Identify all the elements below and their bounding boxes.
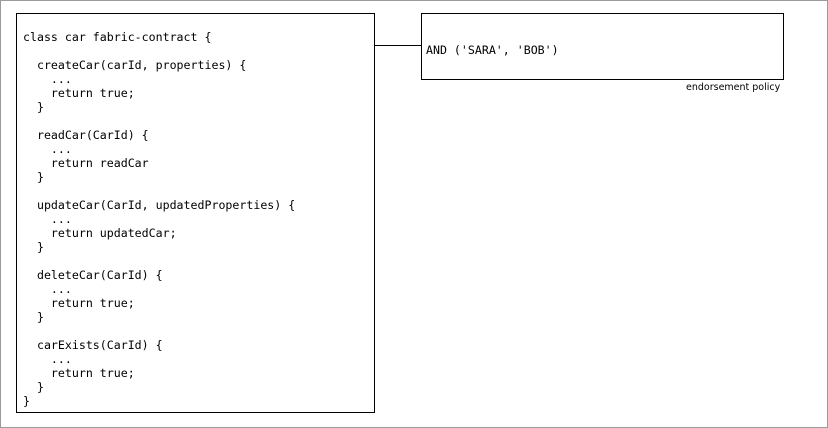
class-close-brace: } — [23, 394, 30, 408]
read-car-return: return readCar — [23, 156, 149, 170]
car-exists-return: return true; — [23, 366, 135, 380]
policy-connector-line — [375, 45, 422, 46]
policy-expression: AND ('SARA', 'BOB') — [426, 43, 559, 57]
delete-car-close-brace: } — [23, 310, 44, 324]
update-car-ellipsis: ... — [23, 212, 72, 226]
read-car-ellipsis: ... — [23, 142, 72, 156]
create-car-ellipsis: ... — [23, 72, 72, 86]
delete-car-return: return true; — [23, 296, 135, 310]
class-declaration-line: class car fabric-contract { — [23, 30, 212, 44]
car-exists-signature: carExists(CarId) { — [23, 338, 163, 352]
create-car-signature: createCar(carId, properties) { — [23, 58, 247, 72]
policy-caption: endorsement policy — [686, 82, 781, 93]
update-car-close-brace: } — [23, 240, 44, 254]
update-car-signature: updateCar(CarId, updatedProperties) { — [23, 198, 296, 212]
create-car-return: return true; — [23, 86, 135, 100]
read-car-close-brace: } — [23, 170, 44, 184]
create-car-close-brace: } — [23, 100, 44, 114]
delete-car-ellipsis: ... — [23, 282, 72, 296]
car-exists-ellipsis: ... — [23, 352, 72, 366]
read-car-signature: readCar(CarId) { — [23, 128, 149, 142]
car-exists-close-brace: } — [23, 380, 44, 394]
update-car-return: return updatedCar; — [23, 226, 177, 240]
contract-code-box: class car fabric-contract { createCar(ca… — [16, 13, 375, 413]
delete-car-signature: deleteCar(CarId) { — [23, 268, 163, 282]
endorsement-policy-box: AND ('SARA', 'BOB') — [421, 13, 784, 80]
